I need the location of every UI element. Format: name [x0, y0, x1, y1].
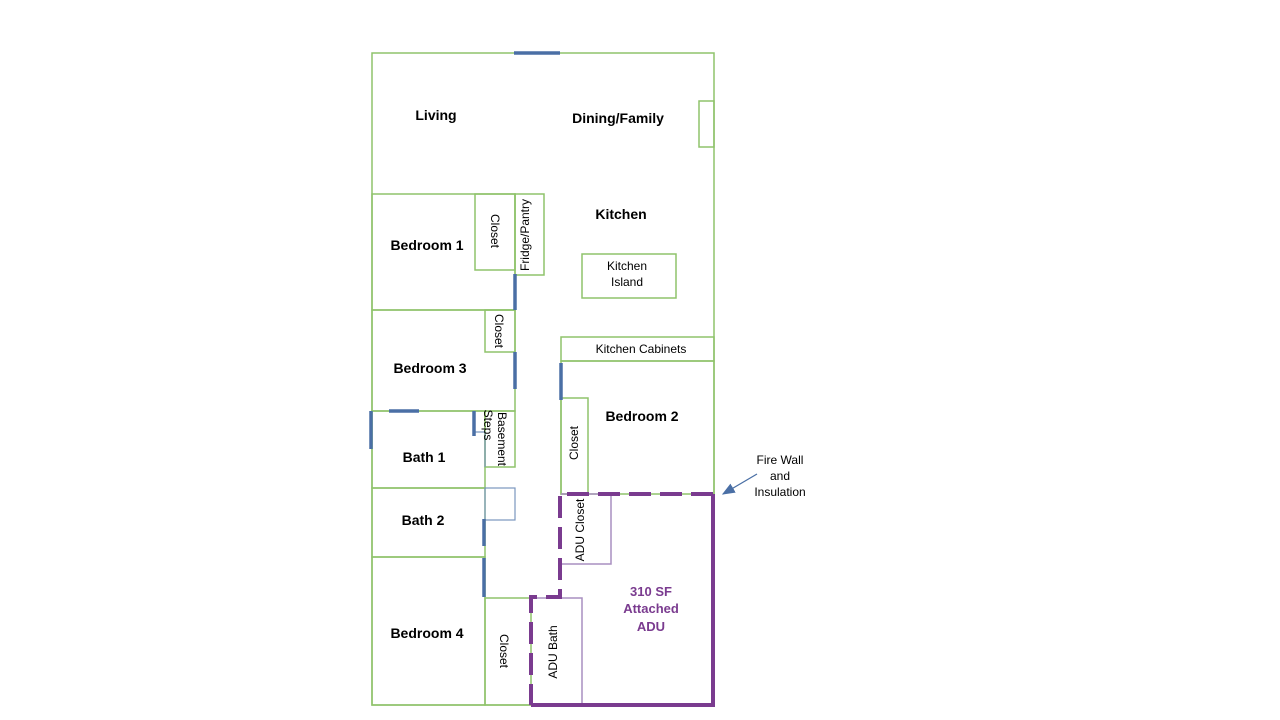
adu-fire-wall	[529, 492, 715, 707]
bedroom-2-closet-label: Closet	[567, 425, 581, 460]
room-label-bedroom-2: Bedroom 2	[605, 408, 678, 424]
room-label-living: Living	[415, 107, 456, 123]
bedroom-2-wall	[560, 360, 715, 495]
annotation-line3: Insulation	[754, 485, 805, 499]
kitchen-island-label-line2: Island	[611, 275, 643, 289]
room-label-bath-1: Bath 1	[403, 449, 446, 465]
fridge-pantry-wall	[514, 193, 545, 276]
adu-solid-wall	[531, 494, 715, 707]
dining-window-box	[698, 100, 715, 148]
adu-bath-label: ADU Bath	[546, 625, 560, 678]
stair-lines	[474, 431, 516, 521]
basement-stair-line	[474, 431, 486, 467]
basement-steps-label-line2: Steps	[481, 410, 495, 441]
room-labels: Living Dining/Family Kitchen Bedroom 1 B…	[390, 107, 678, 641]
room-label-bath-2: Bath 2	[402, 512, 445, 528]
bedroom-3-closet-wall	[484, 309, 516, 353]
fire-wall-annotation: Fire Wall and Insulation	[754, 453, 805, 499]
kitchen-cabinets-label: Kitchen Cabinets	[596, 342, 687, 356]
fire-wall-arrow	[721, 473, 758, 495]
annotation-line1: Fire Wall	[757, 453, 804, 467]
fridge-pantry-label: Fridge/Pantry	[518, 199, 532, 271]
adu-label: 310 SF Attached ADU	[623, 584, 679, 634]
room-label-kitchen: Kitchen	[595, 206, 646, 222]
bedroom-1-closet-label: Closet	[488, 214, 502, 249]
hall-landing	[484, 487, 516, 521]
bedroom-3-closet-label: Closet	[492, 314, 506, 349]
bedroom-4-closet-wall	[484, 597, 532, 706]
adu-label-line3: ADU	[637, 619, 665, 634]
room-label-bedroom-1: Bedroom 1	[390, 237, 463, 253]
adu-label-line1: 310 SF	[630, 584, 672, 599]
room-label-bedroom-3: Bedroom 3	[393, 360, 466, 376]
adu-closet-label: ADU Closet	[573, 498, 587, 561]
kitchen-island-wall	[581, 253, 677, 299]
kitchen-island-label-line1: Kitchen	[607, 259, 647, 273]
room-label-dining-family: Dining/Family	[572, 110, 664, 126]
adu-dashed-wall	[529, 492, 713, 705]
adu-inner-walls	[531, 493, 612, 705]
room-label-bedroom-4: Bedroom 4	[390, 625, 463, 641]
bedroom-4-closet-label: Closet	[497, 634, 511, 669]
feature-labels: Kitchen Island Kitchen Cabinets Closet F…	[481, 199, 686, 679]
basement-steps-label-line1: Basement	[495, 412, 509, 467]
annotation-line2: and	[770, 469, 790, 483]
adu-label-line2: Attached	[623, 601, 679, 616]
